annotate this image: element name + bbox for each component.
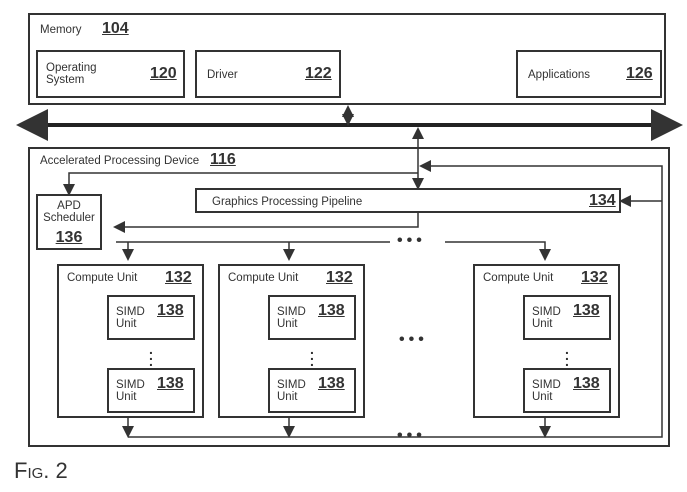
apd-ref: 116 [210,151,236,168]
pipeline-ref: 134 [589,192,616,209]
compute-unit-label: Compute Unit [228,272,299,284]
pipeline-label: Graphics Processing Pipeline [212,196,363,208]
driver-label: Driver [207,69,238,81]
memory-ref: 104 [102,20,129,37]
memory-label: Memory [40,24,82,36]
os-label-line2: System [46,74,85,86]
compute-unit-ref: 132 [165,269,192,286]
applications-block: Applications 126 [516,50,662,98]
simd-label-line2: Unit [116,391,137,403]
simd-label-line1: SIMD [277,379,306,391]
apd-block: Accelerated Processing Device 116 [28,147,670,447]
compute-unit-ref: 132 [581,269,608,286]
simd-label-line1: SIMD [532,379,561,391]
compute-unit: Compute Unit 132 SIMD Unit 138 ... SIMD … [473,264,620,418]
simd-ref: 138 [318,302,345,319]
driver-ref: 122 [305,65,332,82]
scheduler-label-line2: Scheduler [43,212,95,224]
memory-block: Memory 104 Operating System 120 Driver 1… [28,13,666,105]
applications-label: Applications [528,69,591,81]
figure-label: Fig. 2 [14,458,68,483]
simd-unit: SIMD Unit 138 [268,368,356,413]
simd-label-line2: Unit [532,318,553,330]
simd-ref: 138 [157,375,184,392]
applications-ref: 126 [626,65,653,82]
simd-unit: SIMD Unit 138 [523,368,611,413]
simd-label-line1: SIMD [277,306,306,318]
compute-unit-ref: 132 [326,269,353,286]
compute-unit: Compute Unit 132 SIMD Unit 138 ... SIMD … [218,264,365,418]
dispatch-ellipsis: ••• [397,232,426,249]
simd-unit: SIMD Unit 138 [107,368,195,413]
apd-label: Accelerated Processing Device [40,155,200,167]
simd-label-line2: Unit [277,391,298,403]
simd-unit: SIMD Unit 138 [107,295,195,340]
simd-vertical-ellipsis: ... [149,341,153,369]
simd-ref: 138 [318,375,345,392]
output-ellipsis: ••• [397,427,426,444]
apd-scheduler-block: APD Scheduler 136 [36,194,102,250]
simd-vertical-ellipsis: ... [565,341,569,369]
simd-ref: 138 [157,302,184,319]
scheduler-input-wire [63,172,418,196]
simd-vertical-ellipsis: ... [310,341,314,369]
simd-label-line2: Unit [277,318,298,330]
compute-unit-ellipsis: ••• [399,331,428,348]
simd-ref: 138 [573,375,600,392]
compute-unit: Compute Unit 132 SIMD Unit 138 ... SIMD … [57,264,204,418]
scheduler-label-line1: APD [57,200,81,212]
simd-label-line2: Unit [532,391,553,403]
compute-unit-label: Compute Unit [67,272,138,284]
driver-block: Driver 122 [195,50,341,98]
simd-label-line2: Unit [116,318,137,330]
feedback-wire [128,160,663,438]
operating-system-block: Operating System 120 [36,50,185,98]
simd-unit: SIMD Unit 138 [523,295,611,340]
dispatch-bus-right [445,241,551,261]
pipeline-scheduler-wire [113,213,419,233]
scheduler-ref: 136 [55,229,83,246]
graphics-pipeline-block: Graphics Processing Pipeline 134 [195,188,621,213]
simd-label-line1: SIMD [116,306,145,318]
os-label-line1: Operating [46,62,97,74]
os-ref: 120 [150,65,177,82]
simd-label-line1: SIMD [532,306,561,318]
simd-ref: 138 [573,302,600,319]
simd-label-line1: SIMD [116,379,145,391]
simd-unit: SIMD Unit 138 [268,295,356,340]
compute-unit-label: Compute Unit [483,272,554,284]
